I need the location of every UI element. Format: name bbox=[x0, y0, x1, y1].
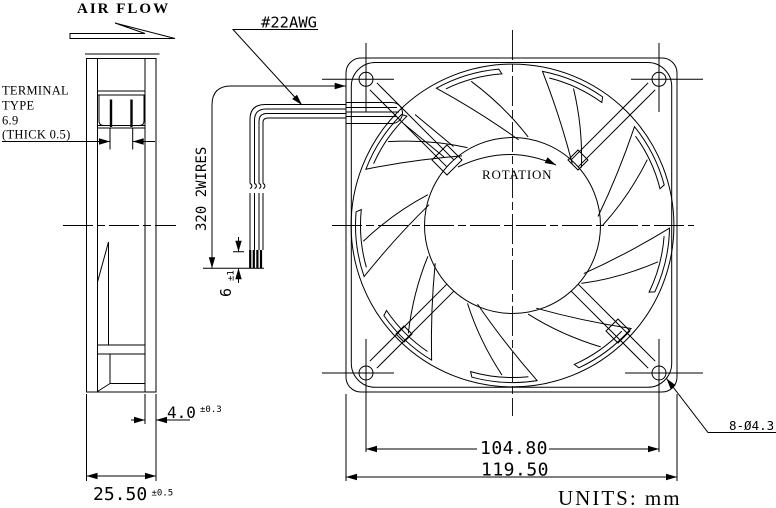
mounting-hole-label: 8-Ø4.3 bbox=[729, 418, 774, 433]
air-flow-label: AIR FLOW bbox=[77, 1, 170, 17]
terminal-note-line4: (THICK 0.5) bbox=[2, 128, 71, 142]
fan-frame-outer bbox=[345, 57, 678, 393]
flange-thickness-label: 4.0 bbox=[167, 403, 196, 422]
wire-exit-slot bbox=[346, 102, 454, 158]
frame-depth-tolerance: ±0.5 bbox=[152, 489, 174, 499]
terminal-note-line1: TERMINAL bbox=[2, 84, 69, 98]
strip-length-tolerance: ±1 bbox=[227, 270, 237, 281]
front-view bbox=[322, 30, 703, 452]
frame-size-label: 119.50 bbox=[481, 460, 549, 481]
lead-wires bbox=[249, 104, 346, 269]
hole-pitch-label: 104.80 bbox=[480, 438, 548, 459]
mounting-hole-leader bbox=[666, 378, 776, 433]
frame-depth-dimension bbox=[86, 394, 157, 481]
frame-depth-label: 25.50 bbox=[93, 484, 147, 505]
frame-struts bbox=[369, 82, 656, 369]
wire-length-label: 320 2WIRES bbox=[194, 147, 210, 231]
fan-blades bbox=[355, 68, 671, 384]
units-label: UNITS: mm bbox=[558, 486, 682, 508]
stripped-wire-ends bbox=[249, 250, 263, 269]
terminal-note-line3: 6.9 bbox=[2, 114, 19, 128]
wire-gauge-label: #22AWG bbox=[261, 14, 317, 32]
air-flow-arrow-icon bbox=[69, 22, 176, 39]
mounting-holes bbox=[322, 43, 703, 452]
terminal-block bbox=[97, 90, 145, 150]
strip-length-label: 6 bbox=[217, 288, 235, 297]
side-view bbox=[63, 53, 176, 393]
flange-thickness-dimension bbox=[131, 394, 190, 424]
dimension-lines bbox=[2, 29, 776, 481]
side-view-interior bbox=[97, 241, 145, 392]
air-flow-symbol bbox=[69, 22, 176, 39]
terminal-note-line2: TYPE bbox=[2, 99, 35, 113]
rotation-label: ROTATION bbox=[482, 167, 552, 182]
frame-size-dimension bbox=[345, 394, 678, 481]
wire-length-dimension bbox=[211, 85, 346, 269]
rotation-direction-arc bbox=[457, 154, 557, 168]
fan-frame-inner bbox=[350, 62, 673, 388]
flange-thickness-tolerance: ±0.3 bbox=[200, 405, 222, 415]
dimension-arrowheads bbox=[86, 82, 677, 481]
wire-gauge-leader bbox=[231, 29, 318, 106]
